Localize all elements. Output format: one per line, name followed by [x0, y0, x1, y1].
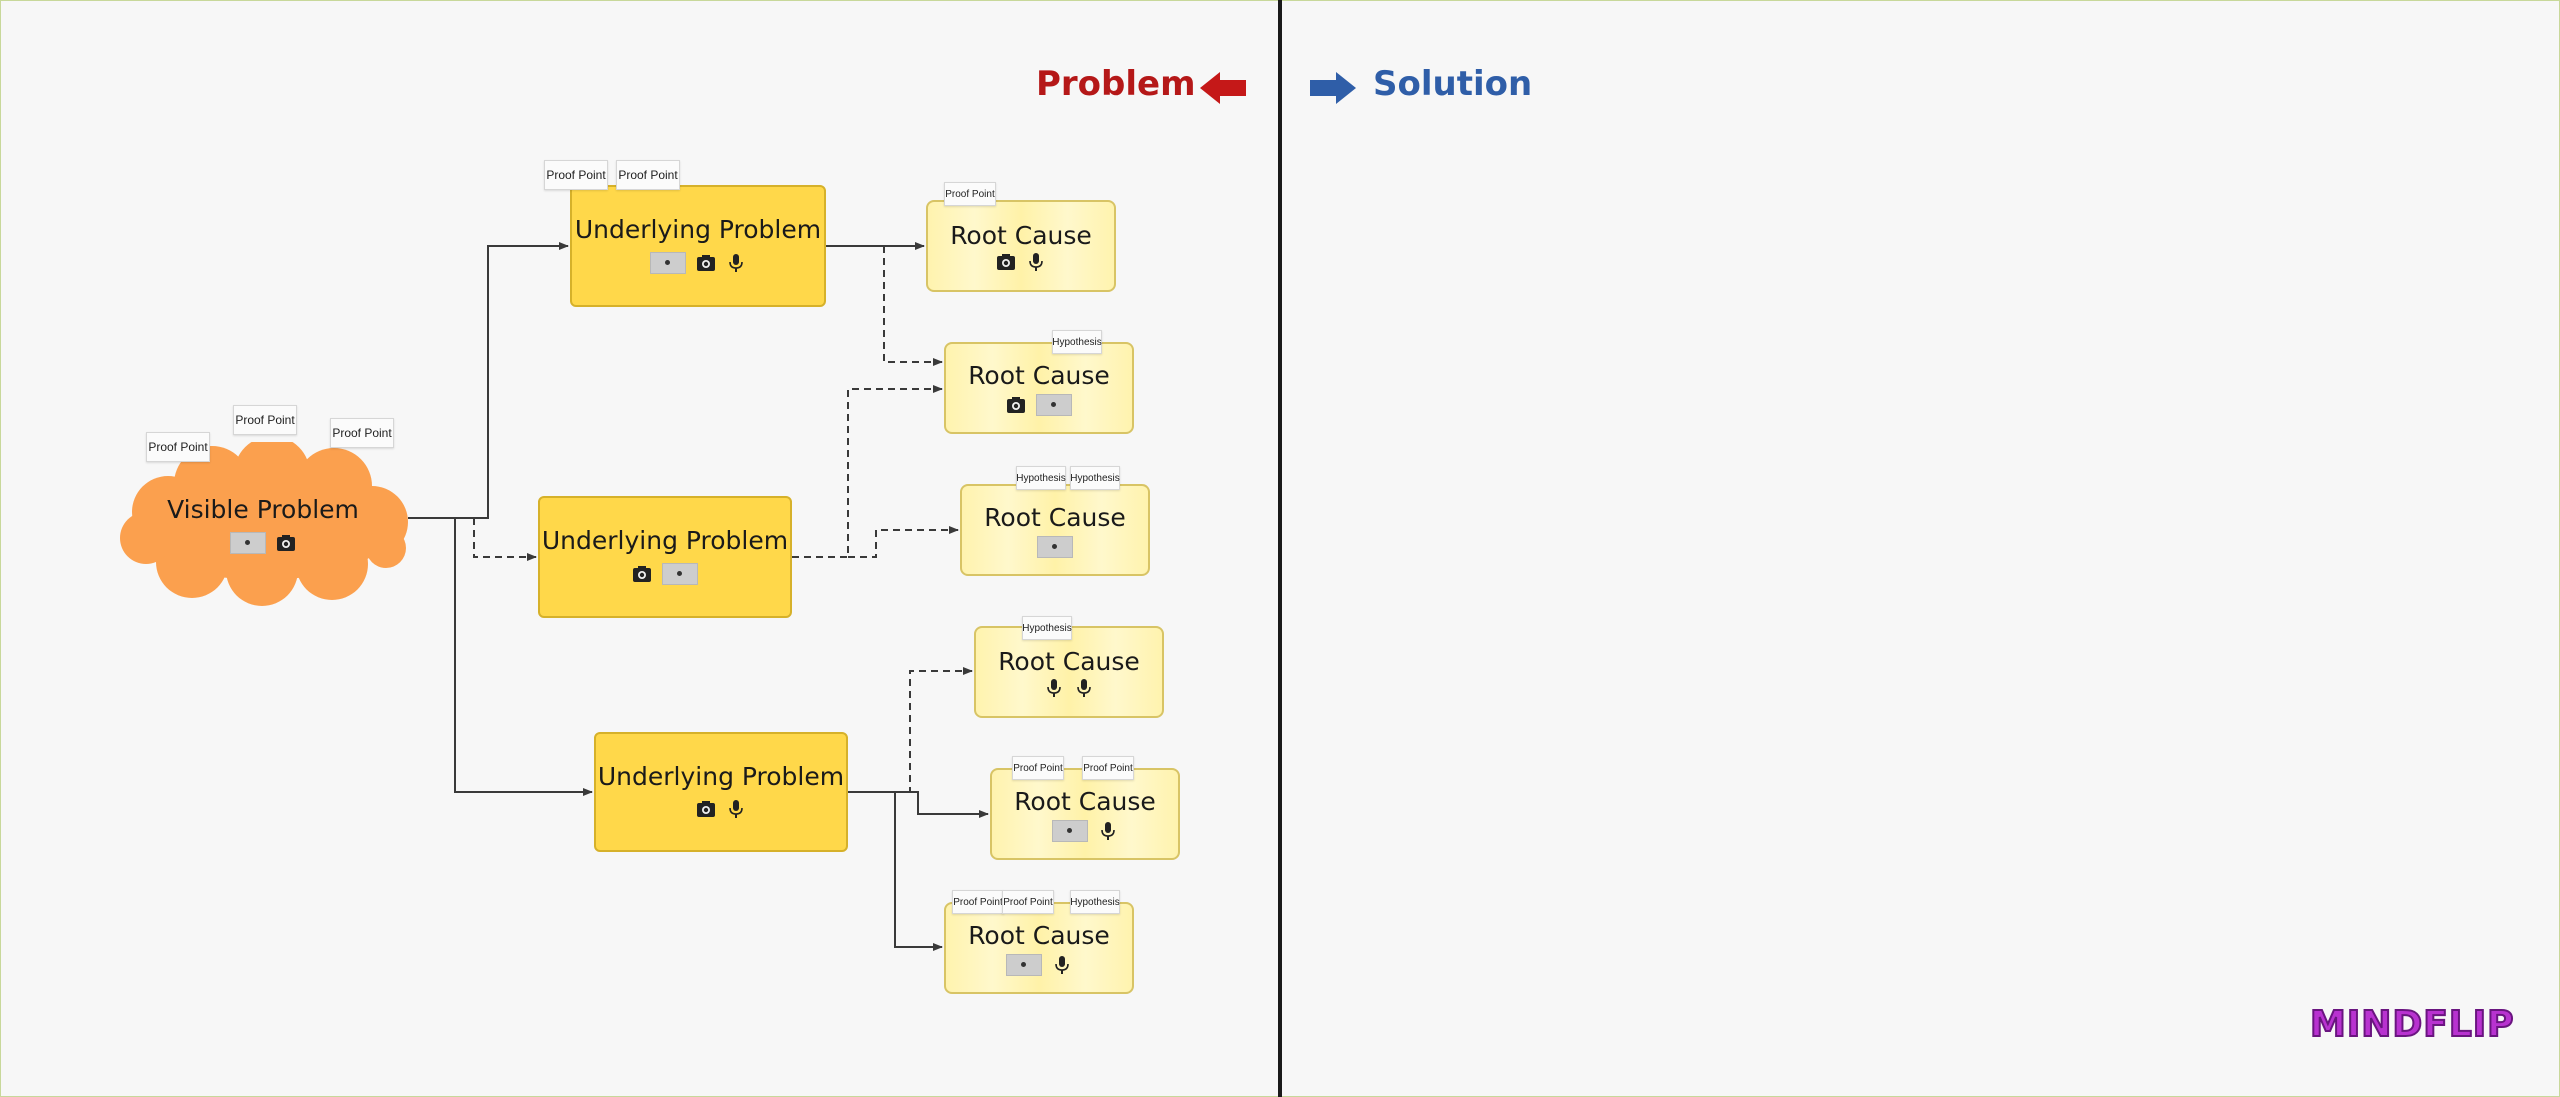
- edge-visible-up1: [408, 242, 569, 519]
- root-cause-label: Root Cause: [998, 646, 1140, 676]
- edge-up2-rc2: [792, 385, 943, 558]
- proof-point-tag[interactable]: Proof Point: [944, 182, 996, 206]
- edge-up3-rc4: [848, 667, 973, 793]
- root-cause-attachments: [1052, 819, 1118, 842]
- hypothesis-tag[interactable]: Hypothesis: [1052, 330, 1102, 354]
- proof-point-tag[interactable]: Proof Point: [544, 160, 608, 190]
- cloud-shape: [120, 442, 408, 606]
- hypothesis-tag[interactable]: Hypothesis: [1070, 466, 1120, 490]
- visible-problem-label: Visible Problem: [167, 494, 359, 524]
- microphone-icon[interactable]: [1098, 821, 1118, 841]
- camera-icon[interactable]: [696, 253, 716, 273]
- solution-header: Solution: [1373, 64, 1533, 104]
- microphone-icon[interactable]: [1044, 678, 1064, 698]
- root-cause-label: Root Cause: [968, 360, 1110, 390]
- edge-visible-up3: [454, 518, 593, 796]
- microphone-icon[interactable]: [726, 799, 746, 819]
- root-cause-attachments: [1006, 953, 1072, 976]
- camera-icon[interactable]: [696, 799, 716, 819]
- microphone-icon[interactable]: [726, 253, 746, 273]
- proof-point-tag[interactable]: Proof Point: [1012, 756, 1064, 780]
- root-cause-label: Root Cause: [1014, 786, 1156, 816]
- visible-problem-node[interactable]: Visible Problem: [116, 442, 410, 606]
- camera-icon[interactable]: [1006, 395, 1026, 415]
- problem-solution-divider: [1278, 0, 1282, 1097]
- image-thumbnail[interactable]: [1052, 819, 1088, 842]
- hypothesis-tag[interactable]: Hypothesis: [1022, 616, 1072, 640]
- problem-header: Problem: [1036, 64, 1196, 104]
- edge-visible-up2: [473, 518, 537, 561]
- underlying-problem-label: Underlying Problem: [574, 214, 822, 244]
- root-cause-label: Root Cause: [984, 502, 1126, 532]
- root-cause-node-1[interactable]: Root Cause: [926, 200, 1116, 292]
- visible-problem-attachments: [230, 531, 296, 554]
- proof-point-tag[interactable]: Proof Point: [616, 160, 680, 190]
- underlying-problem-attachments: [650, 251, 746, 274]
- underlying-problem-label: Underlying Problem: [597, 761, 845, 791]
- image-thumbnail[interactable]: [1006, 953, 1042, 976]
- root-cause-attachments: [1006, 393, 1072, 416]
- proof-point-tag[interactable]: Proof Point: [1082, 756, 1134, 780]
- mindflip-logo: MINDFLIP: [2309, 1003, 2515, 1046]
- root-cause-node-5[interactable]: Root Cause: [990, 768, 1180, 860]
- image-thumbnail[interactable]: [650, 251, 686, 274]
- root-cause-attachments: [1037, 535, 1073, 558]
- root-cause-label: Root Cause: [968, 920, 1110, 950]
- root-cause-node-3[interactable]: Root Cause: [960, 484, 1150, 576]
- proof-point-tag[interactable]: Proof Point: [233, 405, 297, 435]
- image-thumbnail[interactable]: [662, 562, 698, 585]
- proof-point-tag[interactable]: Proof Point: [146, 432, 210, 462]
- underlying-problem-attachments: [632, 562, 698, 585]
- arrow-right-icon: [1310, 72, 1356, 104]
- underlying-problem-label: Underlying Problem: [541, 525, 789, 555]
- root-cause-node-2[interactable]: Root Cause: [944, 342, 1134, 434]
- hypothesis-tag[interactable]: Hypothesis: [1070, 890, 1120, 914]
- camera-icon[interactable]: [276, 533, 296, 553]
- underlying-problem-node-1[interactable]: Underlying Problem: [570, 185, 826, 307]
- edge-up2-rc3: [848, 526, 959, 558]
- underlying-problem-attachments: [696, 799, 746, 819]
- proof-point-tag[interactable]: Proof Point: [330, 418, 394, 448]
- image-thumbnail[interactable]: [230, 531, 266, 554]
- edge-up3-rc6: [894, 792, 943, 951]
- underlying-problem-node-2[interactable]: Underlying Problem: [538, 496, 792, 618]
- edge-up3-rc5: [848, 791, 989, 818]
- microphone-icon[interactable]: [1052, 955, 1072, 975]
- root-cause-label: Root Cause: [950, 220, 1092, 250]
- camera-icon[interactable]: [632, 564, 652, 584]
- root-cause-node-4[interactable]: Root Cause: [974, 626, 1164, 718]
- root-cause-node-6[interactable]: Root Cause: [944, 902, 1134, 994]
- underlying-problem-node-3[interactable]: Underlying Problem: [594, 732, 848, 852]
- image-thumbnail[interactable]: [1037, 535, 1073, 558]
- microphone-icon[interactable]: [1074, 678, 1094, 698]
- hypothesis-tag[interactable]: Hypothesis: [1016, 466, 1066, 490]
- arrow-left-icon: [1200, 72, 1246, 104]
- root-cause-attachments: [996, 252, 1046, 272]
- proof-point-tag[interactable]: Proof Point: [1002, 890, 1054, 914]
- root-cause-attachments: [1044, 678, 1094, 698]
- image-thumbnail[interactable]: [1036, 393, 1072, 416]
- microphone-icon[interactable]: [1026, 252, 1046, 272]
- edge-up1-rc2: [883, 246, 943, 366]
- camera-icon[interactable]: [996, 252, 1016, 272]
- proof-point-tag[interactable]: Proof Point: [952, 890, 1004, 914]
